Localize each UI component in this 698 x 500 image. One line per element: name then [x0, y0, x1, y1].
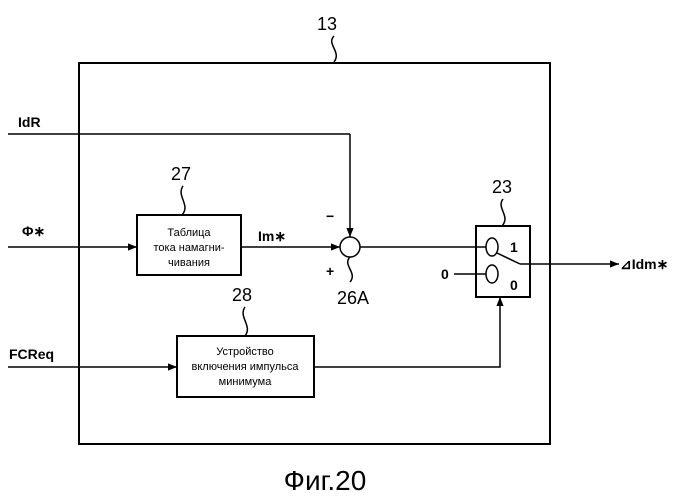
table-line-1: Таблица	[167, 227, 211, 239]
summer-26a	[340, 237, 360, 257]
table-id: 27	[171, 164, 191, 184]
block-13-label: 13	[317, 14, 337, 34]
switch-pos-0: 0	[510, 277, 518, 293]
switch-id: 23	[492, 177, 512, 197]
switch-block	[476, 226, 530, 297]
min-pulse-line-3: минимума	[219, 376, 273, 388]
table-leader	[181, 186, 185, 215]
switch-pos-1: 1	[510, 239, 518, 255]
switch-contact-1	[486, 238, 498, 256]
block-13-leader	[332, 36, 337, 62]
figure-caption: Фиг.20	[284, 465, 367, 496]
summer-minus: −	[326, 208, 334, 224]
zero-label: 0	[441, 266, 449, 282]
min-pulse-line-2: включения импульса	[192, 361, 300, 373]
switch-contact-0	[486, 265, 498, 283]
im-label: Im∗	[258, 228, 286, 244]
table-line-2: тока намагни-	[153, 242, 224, 254]
min-pulse-id: 28	[232, 285, 252, 305]
table-line-3: чивания	[168, 257, 210, 269]
min-pulse-line-1: Устройство	[216, 346, 274, 358]
output-label: ⊿Idm∗	[620, 256, 668, 272]
summer-id: 26A	[337, 288, 369, 308]
switch-leader	[501, 199, 505, 226]
phi-label: Φ∗	[22, 223, 45, 239]
min-pulse-leader	[243, 307, 247, 336]
idr-label: IdR	[18, 114, 41, 130]
summer-leader	[348, 257, 353, 282]
summer-plus: +	[326, 263, 334, 279]
fcreq-label: FCReq	[9, 346, 54, 362]
